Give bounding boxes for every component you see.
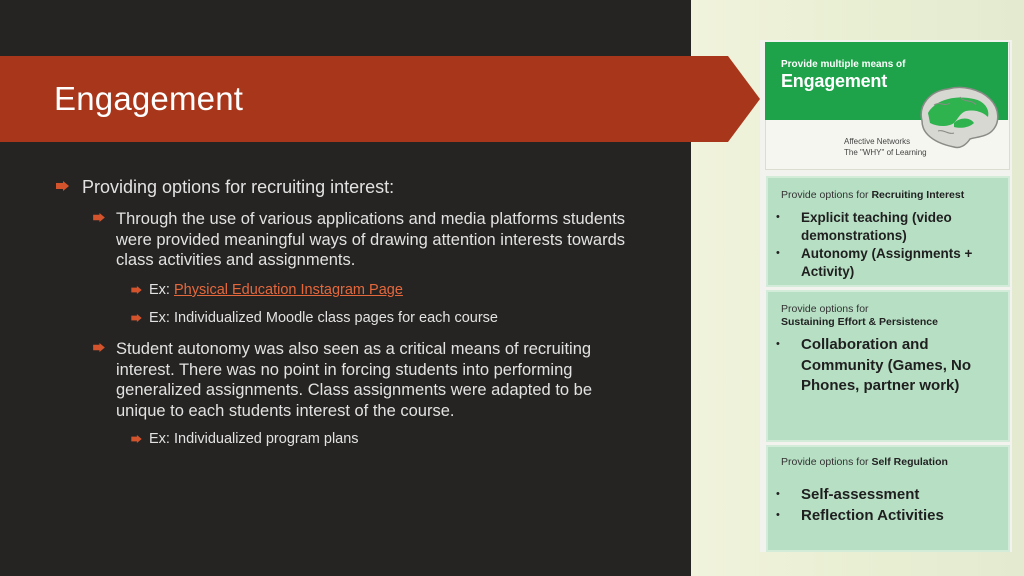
card-recruiting-header-bold: Recruiting Interest [871,189,965,201]
bullet-dot: • [776,509,780,521]
bullet-l2-autonomy: Student autonomy was also seen as a crit… [116,340,593,420]
bullet-dot: • [776,247,780,259]
bullet-l2-media: Through the use of various applications … [116,210,626,269]
bullet-l3-program-plans: Ex: Individualized program plans [149,431,359,447]
bullet-l3-moodle: Ex: Individualized Moodle class pages fo… [149,310,498,326]
bullet-arrow-icon [131,286,142,294]
bullet-arrow-icon [131,435,142,443]
card-self-regulation [766,445,1010,552]
bullet-dot: • [776,211,780,223]
card-self-regulation-header: Provide options for Self Regulation [781,456,948,468]
bullet-arrow-icon [93,343,105,352]
card-sustaining-header-line2: Sustaining Effort & Persistence [781,316,938,328]
instagram-link[interactable]: Physical Education Instagram Page [173,282,403,298]
card-item-autonomy: Autonomy (Assignments + Activity) [801,246,973,279]
card-recruiting-header: Provide options for Recruiting Interest [781,189,965,201]
card-item-reflection: Reflection Activities [801,507,944,524]
brain-icon [920,86,999,149]
card-item-self-assessment: Self-assessment [801,486,920,503]
bullet-arrow-icon [93,213,105,222]
bullet-arrow-icon [131,314,142,322]
card-item-collaboration: Collaboration and Community (Games, No P… [801,336,972,394]
bullet-l3-instagram: Ex: Physical Education Instagram Page [149,281,649,299]
card-item-explicit-teaching: Explicit teaching (video demonstrations) [801,210,952,243]
bullet-dot: • [776,338,780,350]
card-recruiting-interest [766,176,1010,287]
bullet-l1-recruiting: Providing options for recruiting interes… [82,177,395,197]
bullet-dot: • [776,488,780,500]
udl-header-title: Engagement [781,71,888,91]
card-sustaining-effort [766,290,1010,442]
bullet-list: Providing options for recruiting interes… [56,177,649,447]
affective-networks-label: Affective Networks [844,137,911,146]
title-bar [0,56,760,142]
slide-title: Engagement [54,80,244,117]
bullet-arrow-icon [56,181,69,191]
example-prefix: Ex: [149,282,174,298]
card-sustaining-header-line1: Provide options for [781,303,869,315]
why-of-learning-label: The "WHY" of Learning [844,148,927,157]
udl-header-small: Provide multiple means of [781,59,906,70]
card-self-regulation-header-bold: Self Regulation [871,456,948,468]
